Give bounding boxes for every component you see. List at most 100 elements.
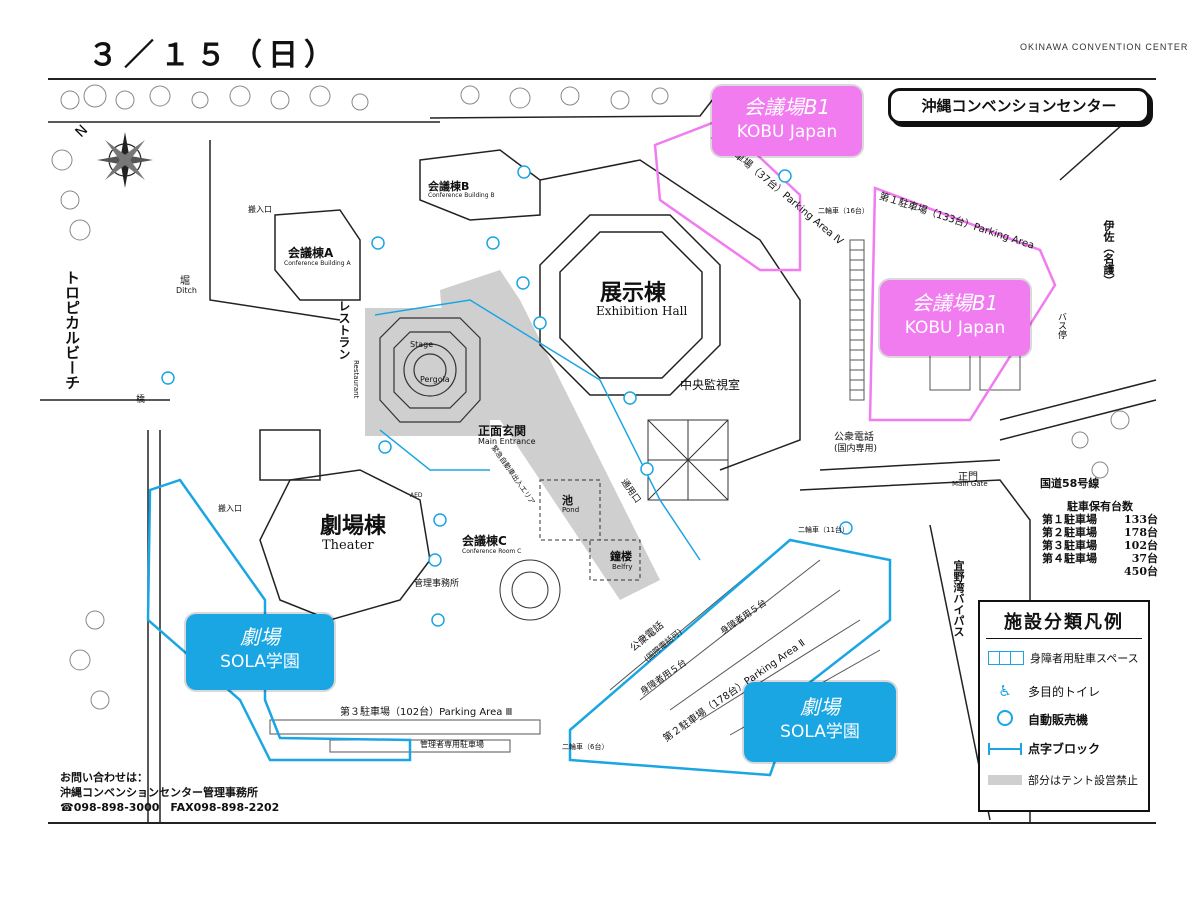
legend-title: 施設分類凡例 [1004,612,1124,633]
mgmt-office-label: 管理事務所 [414,579,460,589]
parking-name: 第３駐車場 [1042,539,1097,552]
conf-b-label-en: Conference Building B [428,192,495,199]
legend-item-braille: 点字ブロック [988,740,1100,757]
kobu-callout-top: 会議場B1 KOBU Japan [712,86,862,156]
garden-circle [499,559,561,621]
page-date: ３／１５（日） [88,38,340,73]
callout-venue: 会議場B1 [911,291,999,315]
bottom-rule [48,822,1156,824]
bypass-label: 宜野湾バイパス [952,560,965,637]
central-monitor-label: 中央監視室 [680,378,741,392]
belfry-pond [539,479,641,581]
parking-area-2 [609,539,881,736]
belfry-label-jp: 鐘楼 [610,550,632,563]
belfry-label-en: Belfry [612,563,633,571]
venue-title: 沖縄コンベンションセンター [888,88,1150,124]
main-gate-label-jp: 正門 [958,472,978,483]
callout-venue: 会議場B1 [743,95,831,119]
legend-item-no-tent: 部分はテント設営禁止 [988,772,1138,788]
parking-table-total: 450台 [1124,565,1158,578]
legend-label: 多目的トイレ [1028,684,1101,699]
parking-space-icon [988,651,1024,665]
legend-item-toilet: ♿ 多目的トイレ [988,682,1100,700]
braille-block-icon [988,742,1022,755]
theater-outline [259,429,431,621]
parking-count: 102台 [1124,539,1158,552]
kobu-callout-right: 会議場B1 KOBU Japan [880,280,1030,356]
callout-group: SOLA学園 [780,722,860,742]
callout-group: KOBU Japan [736,122,838,142]
facility-legend: 施設分類凡例 身障者用駐車スペース ♿ 多目的トイレ 自動販売機 点字ブロック … [978,600,1150,812]
callout-venue: 劇場 [240,625,280,649]
legend-label: 点字ブロック [1028,742,1101,756]
sola-callout-left: 劇場 SOLA学園 [186,614,334,690]
public-phone-label: 公衆電話 [834,432,874,443]
conf-b-label-jp: 会議棟B [428,180,470,193]
main-entrance-label-jp: 正面玄関 [478,424,527,438]
vending-machine-markers [161,165,853,627]
loading-entrance-2: 搬入口 [218,504,242,513]
parking-name: 第２駐車場 [1042,526,1097,539]
parking-count: 178台 [1124,526,1158,539]
parking-name: 第４駐車場 [1042,552,1097,565]
callout-group: KOBU Japan [904,318,1006,338]
bridge-label: 橋 [136,395,146,405]
parking-count: 37台 [1131,552,1158,565]
parking-3-label: 第３駐車場（102台）Parking Area Ⅲ [340,707,513,718]
vegetation [51,84,1130,710]
pond-label-en: Pond [562,506,580,514]
parking-count: 133台 [1124,513,1158,526]
conference-b-outline [419,149,541,221]
exhibition-hall-label-en: Exhibition Hall [596,304,688,318]
bike-parking-3: 二輪車（6台） [562,743,609,751]
tropical-beach-label: トロピカルビーチ [63,270,81,390]
legend-label: 部分はテント設営禁止 [1028,774,1138,787]
stage-label: Stage [410,340,434,349]
parking-table-row: 第４駐車場 37台 [1042,552,1158,565]
vending-machine-icon [988,710,1022,729]
legend-item-vending: 自動販売機 [988,710,1088,729]
parking-table-row: 第２駐車場 178台 [1042,526,1158,539]
theater-label-en: Theater [322,538,374,553]
conf-c-label-jp: 会議棟C [462,534,507,548]
public-phone-domestic-label: (国内専用) [834,444,878,454]
conf-a-label-en: Conference Building A [284,260,351,267]
parking-area-3 [269,719,541,753]
aed-label: AED [410,492,423,499]
central-monitor-outline [647,419,729,501]
bike-parking-2: 二輪車（11台） [798,526,849,534]
parking-table-row: 第３駐車場 102台 [1042,539,1158,552]
gray-area-icon [988,775,1022,785]
bike-parking-1: 二輪車（16台） [818,207,869,215]
iha-label: 伊佐（名護） [1102,220,1115,286]
no-tent-area [365,270,660,600]
conf-c-label-en: Conference Room C [462,548,522,555]
restaurant-label: レストラン [337,300,351,360]
pergola-stage [379,317,481,423]
brand-text: OKINAWA CONVENTION CENTER [1020,42,1189,52]
main-gate-label-en: Main Gate [952,480,988,488]
legend-label: 自動販売機 [1028,713,1089,727]
legend-divider [986,638,1142,639]
conference-a-outline [274,209,361,301]
ditch-label-en: Ditch [176,286,197,295]
mgmt-parking-label: 管理者専用駐車場 [420,740,484,749]
sola-callout-right: 劇場 SOLA学園 [744,682,896,762]
bus-stop-label: バス停 [1056,312,1066,339]
contact-line1: お問い合わせは： [60,771,148,784]
theater-label-jp: 劇場棟 [320,514,387,539]
legend-item-parking-space: 身障者用駐車スペース [988,650,1139,666]
conf-a-label-jp: 会議棟A [288,246,334,260]
callout-group: SOLA学園 [220,652,300,672]
contact-info: お問い合わせは： 沖縄コンベンションセンター管理事務所 ☎098-898-300… [60,770,279,815]
restaurant-label-en: Restaurant [352,360,360,399]
pergola-label: Pergola [420,375,450,384]
exhibition-hall-label-jp: 展示棟 [600,281,667,306]
route58-label: 国道58号線 [1040,477,1100,490]
top-rule [48,78,1156,80]
loading-entrance-1: 搬入口 [248,205,272,214]
ditch-label-jp: 堀 [180,276,190,287]
parking-name: 第１駐車場 [1042,513,1097,526]
